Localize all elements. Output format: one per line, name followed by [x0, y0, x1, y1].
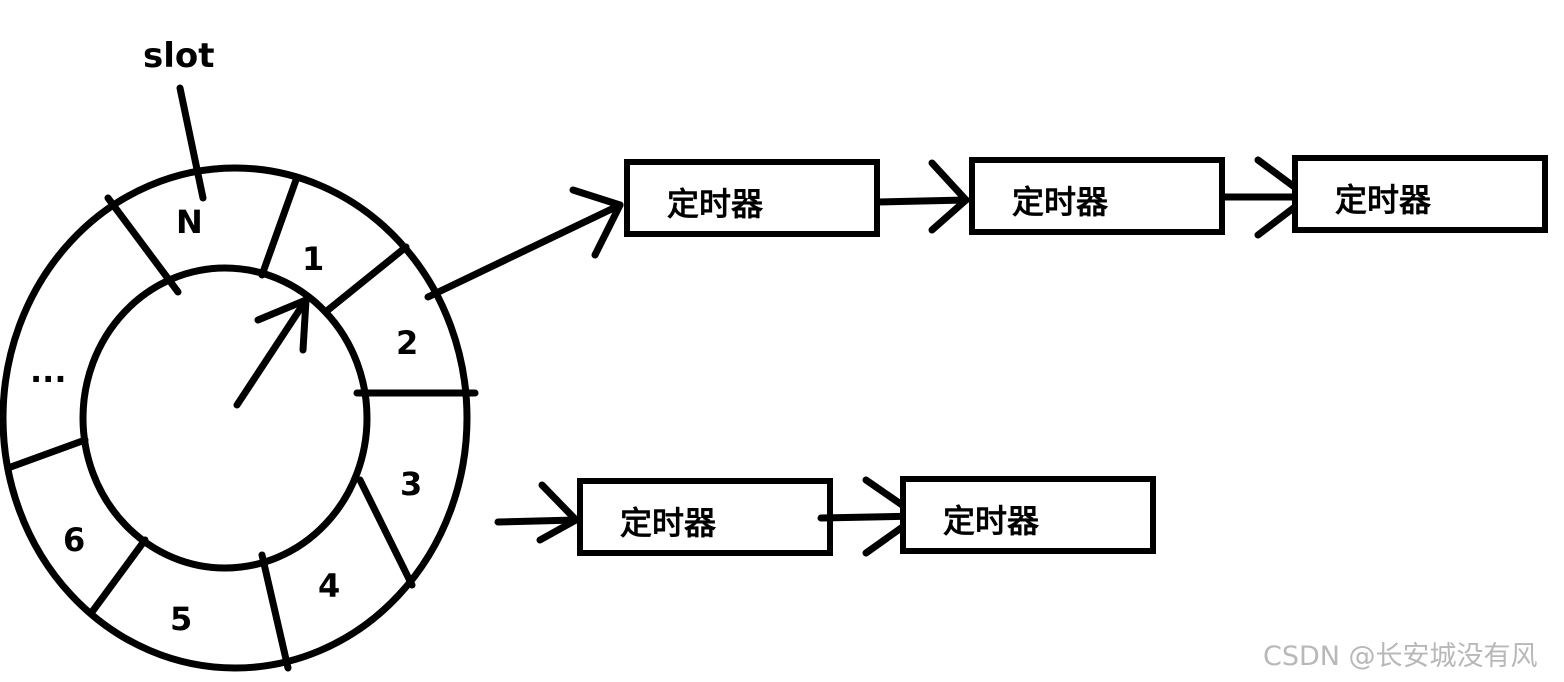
slot-divider	[104, 194, 182, 296]
slot-label-3: 3	[400, 465, 422, 503]
slot-divider	[258, 551, 292, 672]
slot-label-1: 1	[302, 240, 324, 278]
timer-node-bottom-1-label: 定时器	[620, 504, 717, 542]
arrow-slot3-to-timer	[494, 481, 580, 544]
timer-node-top-1-label: 定时器	[667, 185, 764, 223]
timer-node-bottom-2	[900, 476, 1156, 554]
current-slot-hand	[233, 296, 310, 409]
timer-node-bottom-2-label: 定时器	[943, 502, 1040, 540]
slot-label-6: 6	[63, 521, 85, 559]
slot-label-5: 5	[170, 600, 192, 638]
slot-divider	[324, 243, 410, 314]
slot-label-4: 4	[318, 567, 340, 605]
slot-pointer-line	[176, 84, 207, 202]
slot-dividers	[4, 176, 479, 672]
slot-label-ellipsis: ...	[30, 352, 66, 390]
timer-node-top-2-label: 定时器	[1012, 183, 1109, 221]
slot-divider	[258, 176, 300, 279]
slot-divider	[356, 476, 416, 589]
wheel-inner-ring	[79, 264, 371, 572]
timer-node-top-3-label: 定时器	[1335, 181, 1432, 219]
watermark: CSDN @长安城没有风	[1263, 641, 1538, 672]
timer-node-top-3	[1292, 155, 1548, 233]
slot-divider	[88, 536, 149, 616]
timer-node-bottom-1	[577, 478, 833, 556]
slot-divider	[4, 436, 89, 472]
timer-node-top-1	[624, 159, 880, 237]
slot-label: slot	[143, 36, 215, 76]
arrow-slot2-to-timer	[424, 186, 624, 301]
wheel-outer-ring	[0, 164, 471, 672]
slot-label-2: 2	[396, 324, 418, 362]
slot-label-n: N	[176, 203, 203, 241]
arrow-top-1-to-2	[874, 159, 970, 234]
